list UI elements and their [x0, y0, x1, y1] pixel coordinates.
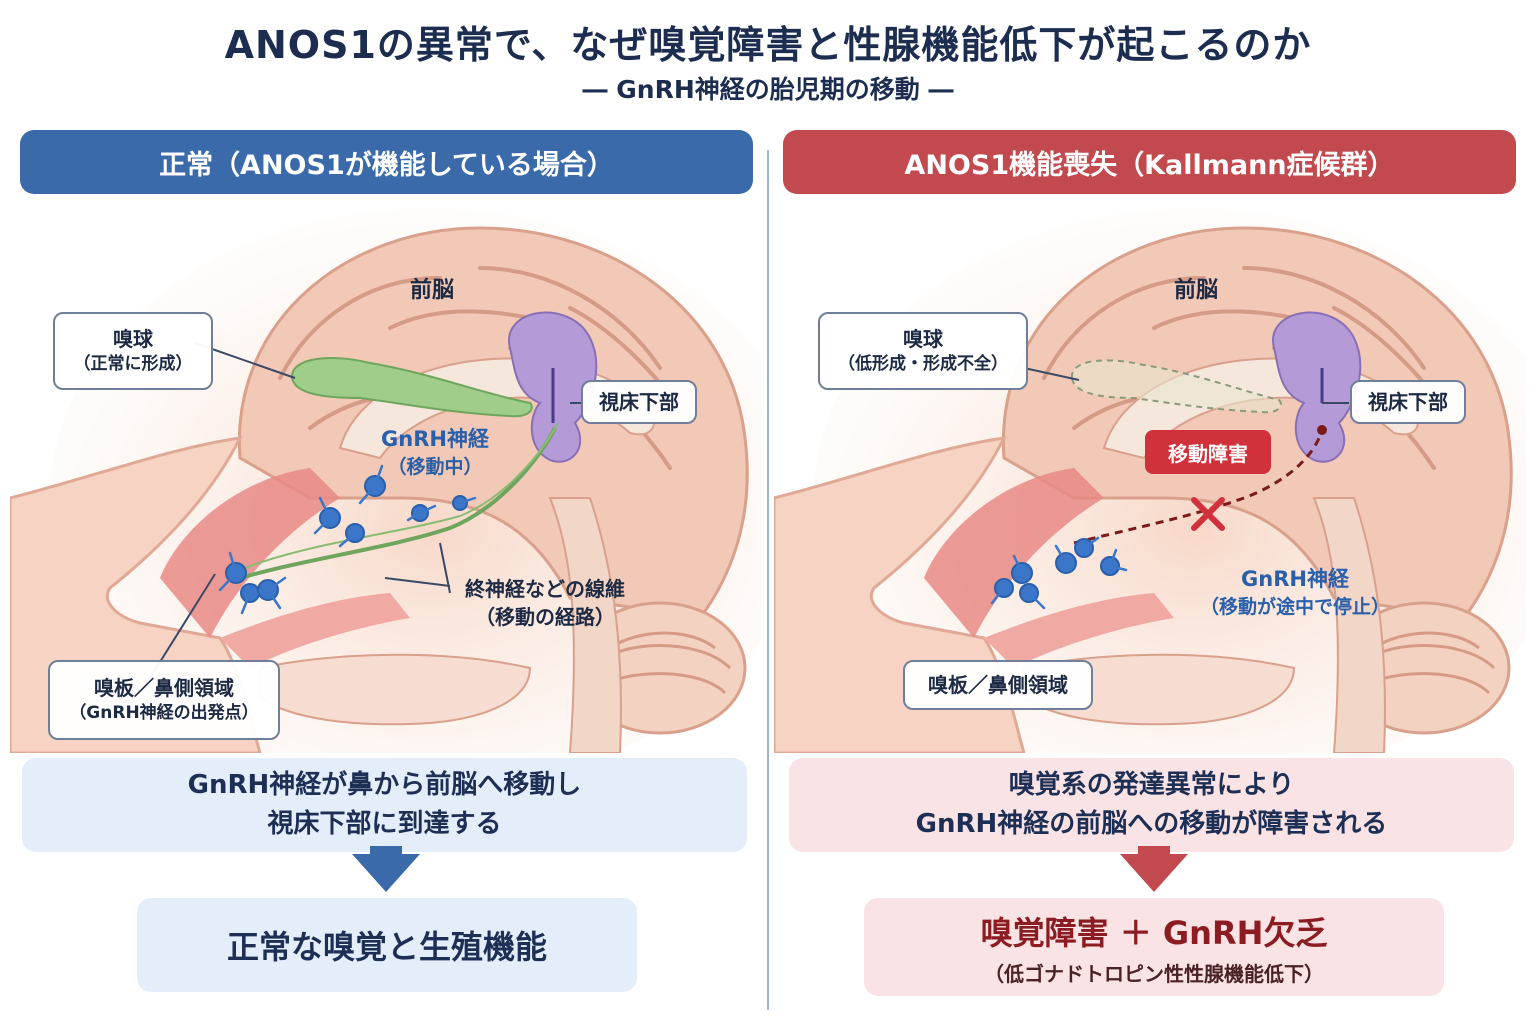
normal-gnrh-title: GnRH神経	[381, 427, 489, 451]
page-subtitle: ― GnRH神経の胎児期の移動 ―	[582, 75, 954, 104]
normal-fiber-label: 終神経などの線維 （移動の経路）	[440, 575, 650, 631]
loss-result-box: 嗅覚系の発達異常により GnRH神経の前脳への移動が障害される	[789, 758, 1514, 852]
normal-hypothalamus-title: 視床下部	[599, 389, 679, 414]
page-title: ANOS1の異常で、なぜ嗅覚障害と性腺機能低下が起こるのか	[224, 23, 1312, 67]
normal-outcome-box: 正常な嗅覚と生殖機能	[137, 898, 637, 992]
loss-forebrain-label: 前脳	[1174, 278, 1219, 303]
loss-hypothalamus-label: 視床下部	[1350, 380, 1466, 424]
loss-result-line1: 嗅覚系の発達異常により	[1008, 770, 1295, 800]
loss-down-arrow-stem	[1138, 846, 1170, 856]
normal-fiber-title: 終神経などの線維	[465, 577, 625, 601]
loss-placode-title: 嗅板／鼻側領域	[928, 672, 1068, 697]
loss-olfactory-bulb-title: 嗅球	[903, 327, 943, 352]
loss-panel-header: ANOS1機能喪失（Kallmann症候群）	[783, 130, 1516, 194]
loss-outcome-main: 嗅覚障害 ＋ GnRH欠乏	[980, 913, 1328, 952]
normal-olfactory-bulb-note: （正常に形成）	[73, 354, 193, 375]
loss-hypothalamus-title: 視床下部	[1368, 389, 1448, 414]
loss-outcome-sub: （低ゴナドトロピン性性腺機能低下）	[984, 961, 1324, 986]
normal-hypothalamus-label: 視床下部	[581, 380, 697, 424]
normal-olfactory-bulb-label: 嗅球 （正常に形成）	[53, 312, 213, 390]
loss-result-line2: GnRH神経の前脳への移動が障害される	[915, 809, 1388, 839]
loss-anatomy-illustration	[774, 208, 1526, 753]
normal-result-line1: GnRH神経が鼻から前脳へ移動し	[187, 770, 582, 800]
normal-placode-title: 嗅板／鼻側領域	[94, 676, 234, 701]
normal-olfactory-bulb-title: 嗅球	[113, 327, 153, 352]
normal-down-arrow-icon	[352, 854, 420, 892]
normal-placode-note: （GnRH神経の出発点）	[69, 703, 259, 724]
normal-forebrain-label: 前脳	[410, 278, 455, 303]
migration-block-tag: 移動障害	[1145, 430, 1271, 474]
normal-result-box: GnRH神経が鼻から前脳へ移動し 視床下部に到達する	[22, 758, 747, 852]
loss-olfactory-bulb-label: 嗅球 （低形成・形成不全）	[818, 312, 1028, 390]
loss-olfactory-bulb-note: （低形成・形成不全）	[838, 354, 1008, 375]
loss-gnrh-label: GnRH神経 （移動が途中で停止）	[1180, 565, 1410, 621]
normal-gnrh-note: （移動中）	[387, 456, 483, 479]
normal-down-arrow-stem	[370, 846, 402, 856]
normal-fiber-note: （移動の経路）	[475, 605, 615, 629]
loss-outcome-box: 嗅覚障害 ＋ GnRH欠乏 （低ゴナドトロピン性性腺機能低下）	[864, 898, 1444, 996]
normal-gnrh-label: GnRH神経 （移動中）	[360, 425, 510, 481]
loss-down-arrow-icon	[1120, 854, 1188, 892]
loss-placode-label: 嗅板／鼻側領域	[903, 660, 1093, 710]
loss-gnrh-title: GnRH神経	[1241, 567, 1349, 591]
normal-result-line2: 視床下部に到達する	[267, 809, 502, 839]
normal-placode-label: 嗅板／鼻側領域 （GnRH神経の出発点）	[48, 660, 280, 740]
normal-panel-header: 正常（ANOS1が機能している場合）	[20, 130, 753, 194]
loss-gnrh-note: （移動が途中で停止）	[1199, 596, 1390, 619]
panel-divider	[767, 150, 769, 1010]
